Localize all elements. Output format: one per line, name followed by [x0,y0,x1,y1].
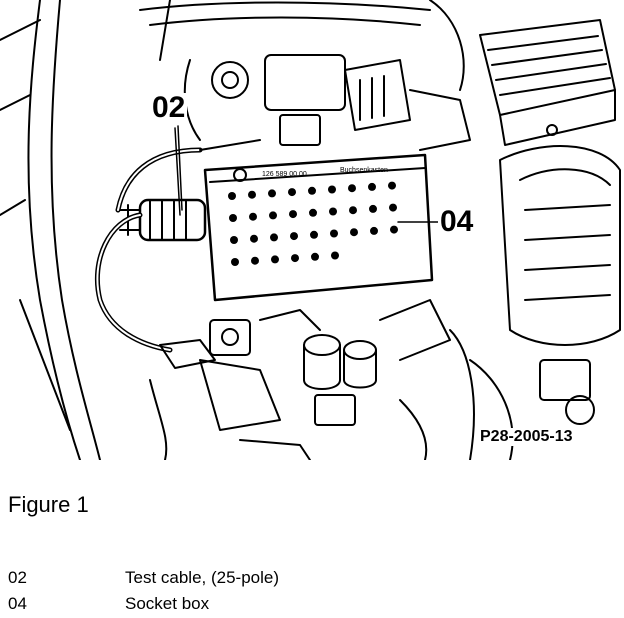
leader-line-02 [177,125,183,211]
socket-jack [310,230,318,239]
socket-jack [269,211,277,220]
socket-jack [291,254,299,263]
socket-jack [251,256,259,265]
socket-jack [231,258,239,266]
legend-description: Test cable, (25-pole) [125,568,280,587]
socket-jack [250,234,258,243]
callout-04: 04 [438,205,476,238]
socket-jack [390,225,398,234]
callout-02: 02 [150,91,188,124]
socket-jack [308,186,316,195]
socket-jack [248,190,256,199]
socket-jack [271,255,279,264]
air-filter-housing [479,19,616,146]
socket-jack [388,181,396,190]
svg-text:126 589 00 00: 126 589 00 00 [262,171,307,178]
socket-jack [309,208,317,217]
hood-outline [0,0,101,460]
socket-jack [289,210,297,219]
svg-text:Buchsenkasten: Buchsenkasten [340,167,388,174]
socket-jack [348,184,356,193]
socket-jack [370,226,378,235]
socket-jack [330,229,338,238]
socket-jack [249,212,257,221]
socket-jack [329,207,337,216]
top-center-components [183,54,471,151]
legend-number: 02 [8,568,27,587]
engine-bay-line-drawing: 126 589 00 00 Buchsenkasten [0,0,621,460]
socket-jack [230,236,238,244]
figure-caption: Figure 1 [8,492,89,517]
socket-jack [229,214,237,222]
socket-jack [311,252,319,261]
socket-jack [268,189,276,198]
socket-jack [368,182,376,191]
socket-jack [389,203,397,212]
socket-jack [288,188,296,197]
hood-top-edge [139,0,465,91]
socket-grid [228,181,398,266]
legend-row: 02 Test cable, (25-pole) [8,568,608,590]
socket-jack [350,228,358,237]
socket-jack [369,204,377,213]
figure-reference-code: P28-2005-13 [478,428,575,446]
socket-jack [290,232,298,241]
socket-jack [228,192,236,200]
socket-jack [328,185,336,194]
socket-box: 126 589 00 00 Buchsenkasten [203,153,434,302]
lower-components [149,299,451,460]
engine-components-right [449,145,621,460]
test-cable [94,127,261,353]
legend-description: Socket box [125,594,210,613]
socket-jack [270,233,278,242]
legend-number: 04 [8,594,27,613]
socket-jack [331,251,339,260]
socket-jack [349,206,357,215]
legend-row: 04 Socket box [8,594,608,616]
